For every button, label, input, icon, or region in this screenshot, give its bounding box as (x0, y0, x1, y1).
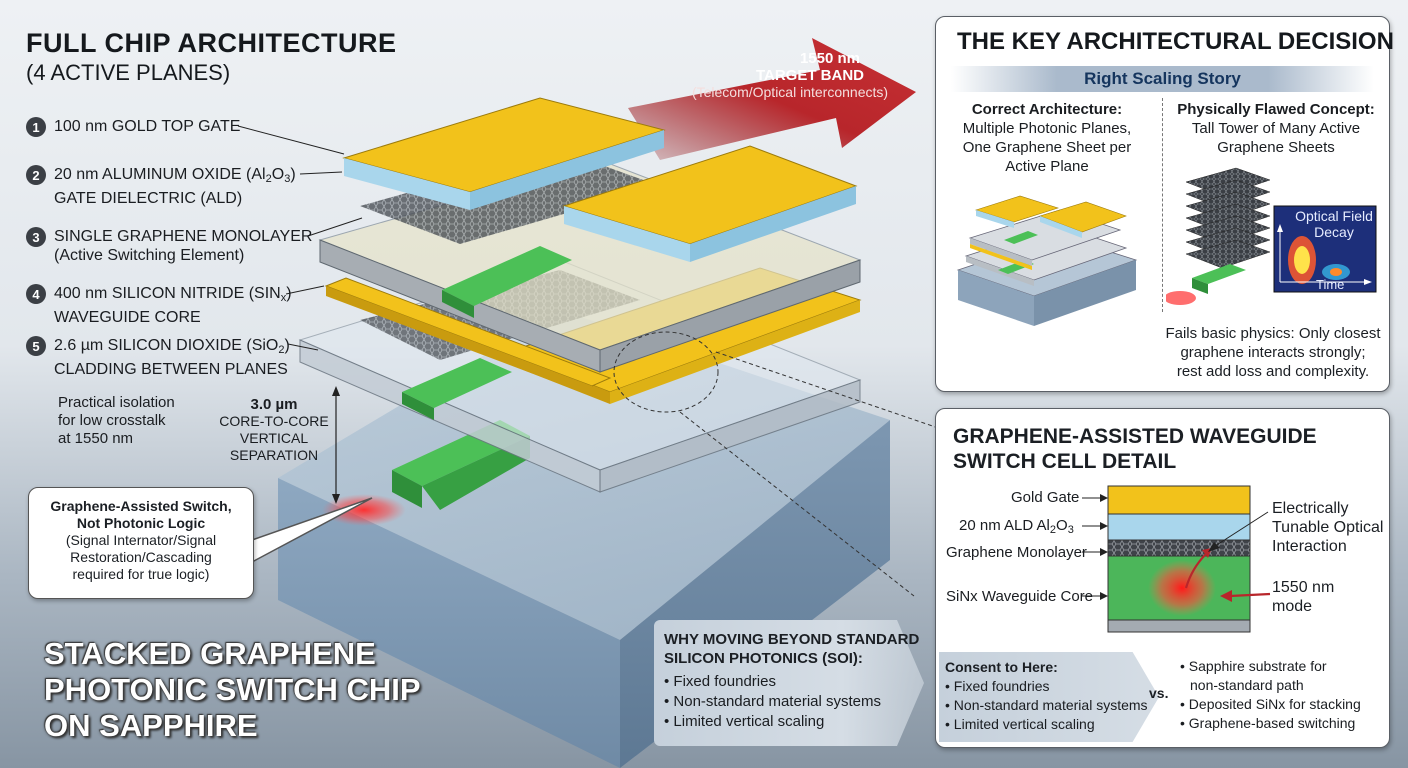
number-badge: 4 (26, 284, 46, 304)
flawed-concept-text: Physically Flawed Concept: Tall Tower of… (1177, 101, 1375, 156)
sapphire-path-list: • Sapphire substrate for non-standard pa… (1180, 658, 1361, 731)
layer-label-4: 4 400 nm SILICON NITRIDE (SINx) WAVEGUID… (26, 284, 292, 327)
layer-text: 20 nm ALUMINUM OXIDE (Al2O3) GATE DIELEC… (54, 166, 296, 207)
scaling-banner: Right Scaling Story (951, 66, 1374, 92)
inset-axis-label: Time (1316, 277, 1345, 292)
section-title: FULL CHIP ARCHITECTURE (26, 28, 397, 58)
layer-text: 100 nm GOLD TOP GATE (54, 118, 241, 135)
number-badge: 3 (26, 227, 46, 247)
graphene-label: Graphene Monolayer (946, 544, 1087, 561)
light-beam (322, 494, 406, 526)
section-subtitle: (4 ACTIVE PLANES) (26, 60, 231, 85)
consent-text: Consent to Here: • Fixed foundries • Non… (945, 659, 1148, 732)
why-beyond-soi-box (654, 620, 924, 746)
correct-stack-illustration (956, 195, 1138, 326)
layer-text: 2.6 µm SILICON DIOXIDE (SiO2) CLADDING B… (54, 337, 290, 378)
vs-label: vs. (1149, 685, 1169, 701)
gold-gate-label: Gold Gate (1011, 489, 1080, 506)
cell-alox-layer (1107, 513, 1251, 541)
switch-callout: Graphene-Assisted Switch, Not Photonic L… (28, 487, 254, 599)
layer-text: 400 nm SILICON NITRIDE (SINx) WAVEGUIDE … (54, 285, 292, 326)
decision-title: THE KEY ARCHITECTURAL DECISION (957, 28, 1394, 55)
correct-architecture-text: Correct Architecture: Multiple Photonic … (962, 101, 1132, 175)
number-badge: 1 (26, 117, 46, 137)
layer-label-5: 5 2.6 µm SILICON DIOXIDE (SiO2) CLADDING… (26, 336, 290, 379)
ald-label: 20 nm ALD Al2O3 (959, 517, 1074, 536)
cell-label-arrows (1082, 494, 1271, 602)
layer-text: SINGLE GRAPHENE MONOLAYER(Active Switchi… (54, 228, 313, 264)
tunable-label: Electrically Tunable Optical Interaction (1272, 500, 1384, 555)
number-badge: 5 (26, 336, 46, 356)
number-badge: 2 (26, 165, 46, 185)
flawed-tower-illustration (1166, 167, 1377, 305)
main-title: STACKED GRAPHENE PHOTONIC SWITCH CHIP ON… (44, 636, 421, 743)
fails-physics-note: Fails basic physics: Only closest graphe… (1165, 325, 1381, 380)
mode-glow (1148, 560, 1216, 616)
layer-label-2: 2 20 nm ALUMINUM OXIDE (Al2O3) GATE DIEL… (26, 165, 296, 208)
target-band-arrow (628, 38, 916, 160)
separation-label: 3.0 µm CORE-TO-CORE VERTICAL SEPARATION (219, 396, 329, 463)
cell-detail-title: GRAPHENE-ASSISTED WAVEGUIDE SWITCH CELL … (953, 425, 1317, 473)
isolation-note: Practical isolation for low crosstalk at… (58, 394, 175, 447)
cell-gold-layer (1107, 485, 1251, 515)
inset-title: Optical Field Decay (1295, 208, 1373, 240)
panel-divider (1162, 98, 1163, 312)
zoom-circle (613, 331, 719, 413)
core-label: SiNx Waveguide Core (946, 588, 1094, 605)
cell-cross-section (1107, 485, 1251, 633)
why-text: WHY MOVING BEYOND STANDARD SILICON PHOTO… (664, 631, 920, 730)
target-band-label: 1550 nm TARGET BAND (Telecom/Optical int… (691, 50, 889, 100)
mode-label: 1550 nm mode (1272, 579, 1335, 615)
substrate-front (278, 478, 620, 768)
layer-label-1: 1 100 nm GOLD TOP GATE (26, 117, 240, 137)
consent-box (939, 652, 1159, 742)
layer-label-3: 3 SINGLE GRAPHENE MONOLAYER(Active Switc… (26, 227, 312, 265)
